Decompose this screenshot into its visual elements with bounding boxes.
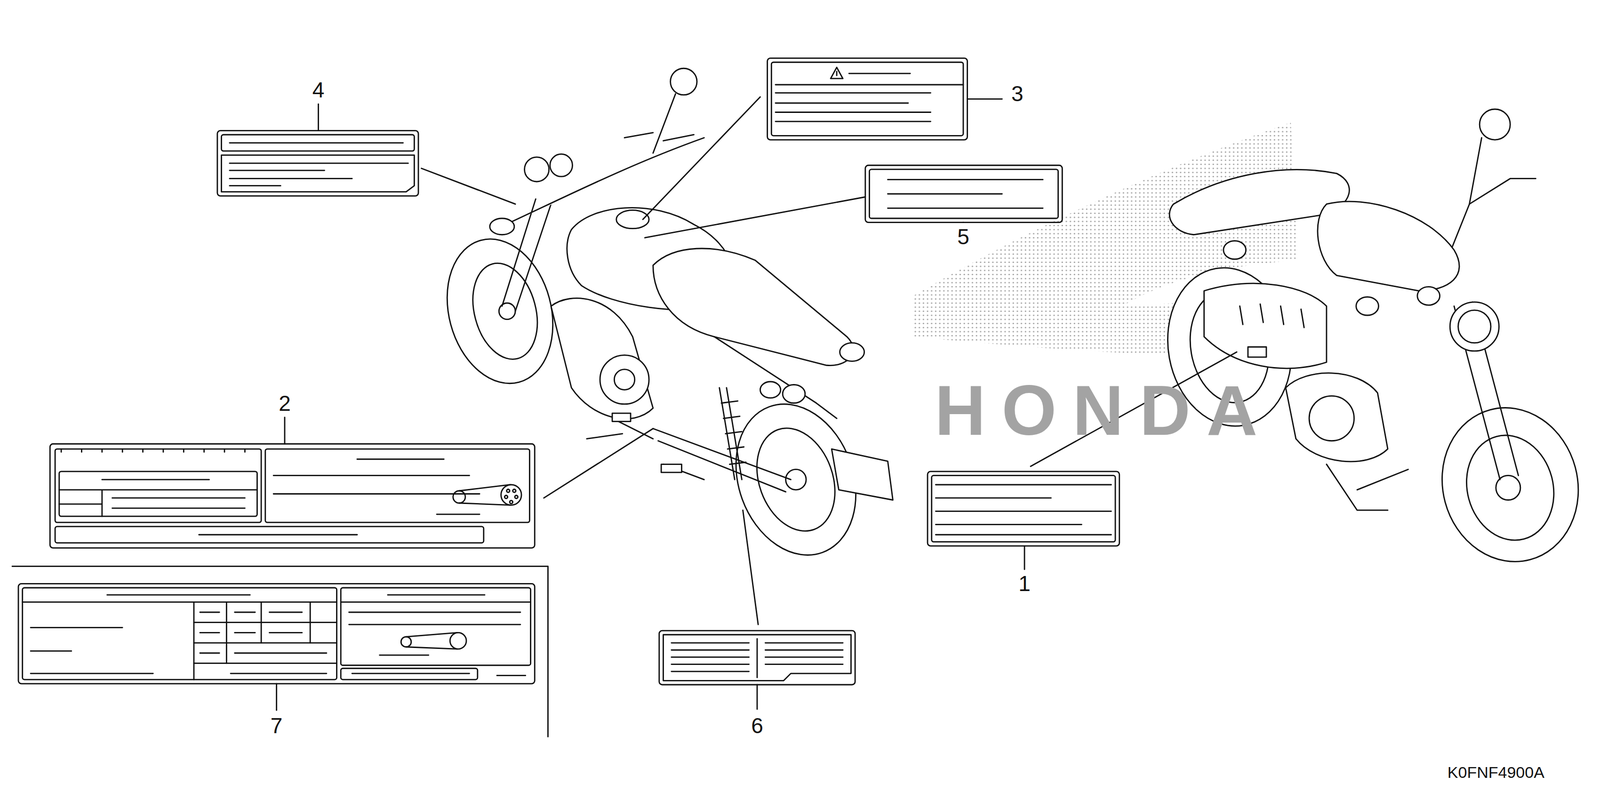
callout-number: 7 bbox=[270, 714, 283, 737]
caution-label-3 bbox=[767, 58, 968, 140]
callout-number: 2 bbox=[278, 392, 291, 415]
caution-label-5 bbox=[865, 165, 1063, 223]
caution-label-6 bbox=[659, 630, 856, 685]
callout-number: 4 bbox=[312, 79, 325, 101]
caution-label-4 bbox=[217, 130, 419, 197]
motorcycle-front-view bbox=[1155, 109, 1596, 577]
caution-label-2 bbox=[49, 443, 535, 548]
motorcycle-rear-view bbox=[431, 68, 893, 572]
callout-number: 5 bbox=[957, 225, 970, 248]
caution-label-7 bbox=[18, 583, 535, 684]
separator-line bbox=[12, 566, 548, 737]
callout-number: 6 bbox=[751, 714, 764, 737]
callout-number: 3 bbox=[1011, 82, 1024, 105]
callout-number: 1 bbox=[1018, 572, 1031, 595]
watermark: HONDA bbox=[934, 375, 1274, 446]
diagram-code: K0FNF4900A bbox=[1447, 764, 1545, 781]
caution-label-1 bbox=[927, 471, 1120, 546]
